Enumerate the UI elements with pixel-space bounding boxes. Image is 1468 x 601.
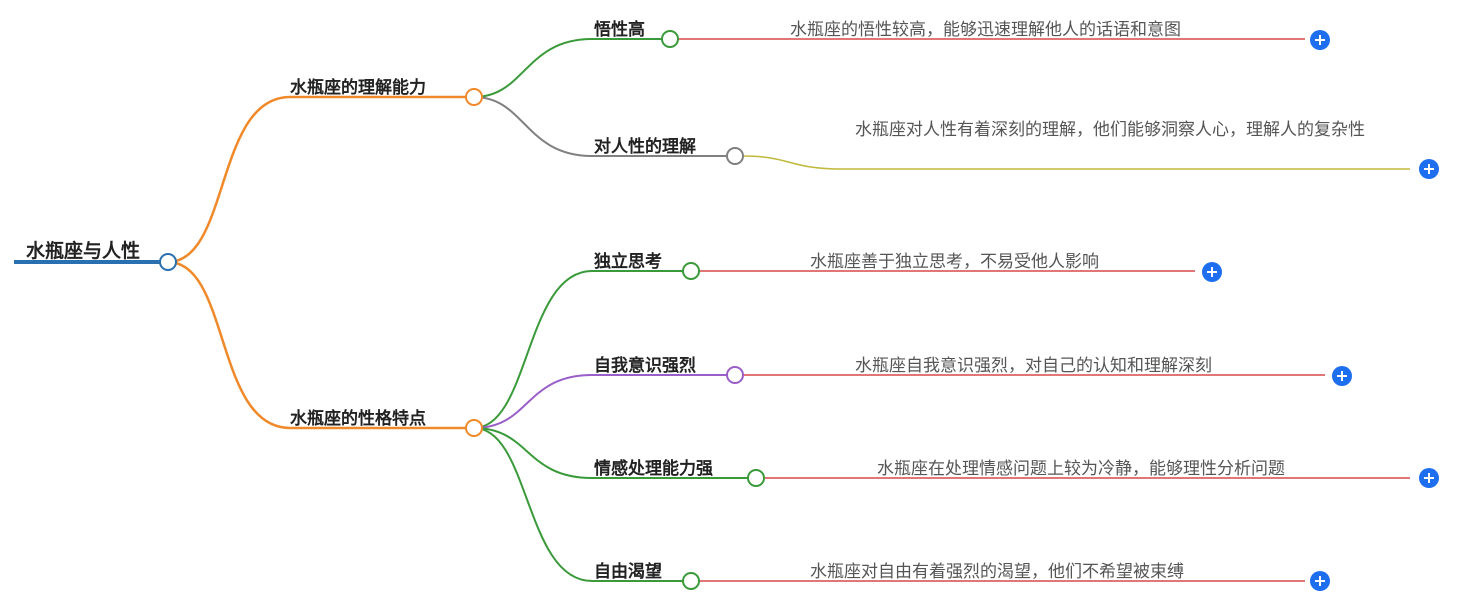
desc-emotion-handling[interactable]: 水瓶座在处理情感问题上较为冷静，能够理性分析问题 bbox=[877, 459, 1285, 479]
connector-branch2-leaf2 bbox=[473, 374, 727, 429]
leaf3-node-toggle[interactable] bbox=[682, 262, 700, 280]
add-child-button-6[interactable] bbox=[1310, 571, 1330, 591]
add-child-button-3[interactable] bbox=[1202, 262, 1222, 282]
leaf-topic-insight[interactable]: 悟性高 bbox=[594, 20, 645, 40]
branch-topic-understanding[interactable]: 水瓶座的理解能力 bbox=[290, 78, 426, 98]
desc-line-2 bbox=[742, 155, 1410, 170]
add-child-button-2[interactable] bbox=[1419, 159, 1439, 179]
root-node-toggle[interactable] bbox=[159, 253, 177, 271]
leaf-topic-human-nature[interactable]: 对人性的理解 bbox=[594, 137, 696, 157]
desc-freedom[interactable]: 水瓶座对自由有着强烈的渴望，他们不希望被束缚 bbox=[810, 562, 1184, 582]
desc-self-awareness[interactable]: 水瓶座自我意识强烈，对自己的认知和理解深刻 bbox=[855, 356, 1212, 376]
connector-root-branch-1 bbox=[167, 95, 466, 264]
add-child-button-4[interactable] bbox=[1332, 366, 1352, 386]
leaf-topic-self-awareness[interactable]: 自我意识强烈 bbox=[594, 356, 696, 376]
add-child-button-1[interactable] bbox=[1310, 30, 1330, 50]
leaf-topic-independent-thinking[interactable]: 独立思考 bbox=[594, 252, 662, 272]
connector-root-branch-2 bbox=[167, 260, 466, 430]
connector-branch1-leaf1 bbox=[473, 38, 662, 98]
connector-branch2-leaf3 bbox=[473, 427, 748, 479]
connector-branch2-leaf4 bbox=[473, 427, 683, 582]
leaf-topic-freedom[interactable]: 自由渴望 bbox=[594, 562, 662, 582]
leaf6-node-toggle[interactable] bbox=[682, 572, 700, 590]
branch-topic-personality[interactable]: 水瓶座的性格特点 bbox=[290, 409, 426, 429]
branch2-node-toggle[interactable] bbox=[465, 419, 483, 437]
leaf-topic-emotion-handling[interactable]: 情感处理能力强 bbox=[594, 459, 713, 479]
desc-independent-thinking[interactable]: 水瓶座善于独立思考，不易受他人影响 bbox=[810, 252, 1099, 272]
desc-human-nature[interactable]: 水瓶座对人性有着深刻的理解，他们能够洞察人心，理解人的复杂性 bbox=[855, 120, 1365, 140]
leaf2-node-toggle[interactable] bbox=[726, 147, 744, 165]
connector-branch2-leaf1 bbox=[473, 270, 683, 429]
leaf1-node-toggle[interactable] bbox=[661, 30, 679, 48]
desc-insight[interactable]: 水瓶座的悟性较高，能够迅速理解他人的话语和意图 bbox=[790, 20, 1181, 40]
add-child-button-5[interactable] bbox=[1419, 468, 1439, 488]
connector-branch1-leaf2 bbox=[473, 96, 727, 157]
branch1-node-toggle[interactable] bbox=[465, 88, 483, 106]
leaf5-node-toggle[interactable] bbox=[747, 469, 765, 487]
leaf4-node-toggle[interactable] bbox=[726, 366, 744, 384]
root-topic[interactable]: 水瓶座与人性 bbox=[26, 240, 141, 262]
